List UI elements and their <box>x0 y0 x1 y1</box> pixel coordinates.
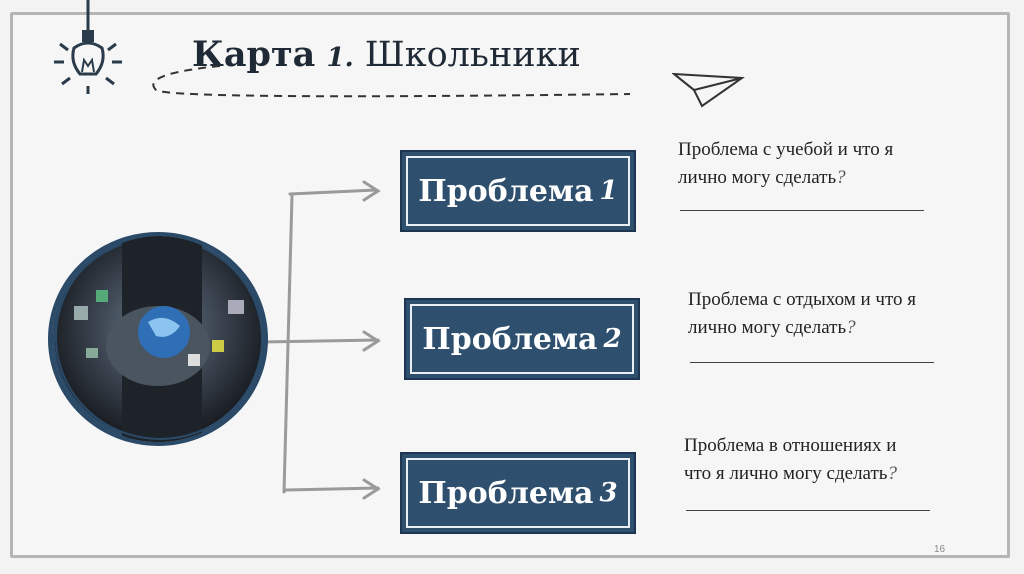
problem-2-box: Проблема 2 <box>404 298 640 380</box>
problem-3-qmark: ? <box>887 463 897 484</box>
problem-2-question-line: Проблема с отдыхом и что я <box>688 286 916 314</box>
problem-2-question-line: лично могу сделать <box>688 317 846 338</box>
problem-1-qmark: ? <box>836 167 846 188</box>
problem-1-question-line: Проблема с учебой и что я <box>678 136 893 164</box>
problem-1-question: Проблема с учебой и что я лично могу сде… <box>678 136 893 192</box>
problem-3-label: Проблема <box>418 476 593 511</box>
problem-1-question-line: лично могу сделать <box>678 167 836 188</box>
problem-2-label: Проблема <box>422 322 597 357</box>
problem-1-answer-line <box>680 210 924 211</box>
problem-3-question-line: что я лично могу сделать <box>684 463 887 484</box>
problem-2-answer-line <box>690 362 934 363</box>
problem-3-question: Проблема в отношениях и что я лично могу… <box>684 432 897 488</box>
problem-1-label: Проблема <box>418 174 593 209</box>
problem-2-qmark: ? <box>846 317 856 338</box>
problem-1-box: Проблема 1 <box>400 150 636 232</box>
problem-3-box: Проблема 3 <box>400 452 636 534</box>
problem-3-question-line: Проблема в отношениях и <box>684 432 897 460</box>
problem-2-number: 2 <box>603 324 621 354</box>
problem-1-number: 1 <box>599 176 617 206</box>
problem-2-question: Проблема с отдыхом и что я лично могу сд… <box>688 286 916 342</box>
problem-3-number: 3 <box>599 478 617 508</box>
problem-3-answer-line <box>686 510 930 511</box>
page-number: 16 <box>934 544 945 555</box>
photo-ring <box>44 228 272 450</box>
